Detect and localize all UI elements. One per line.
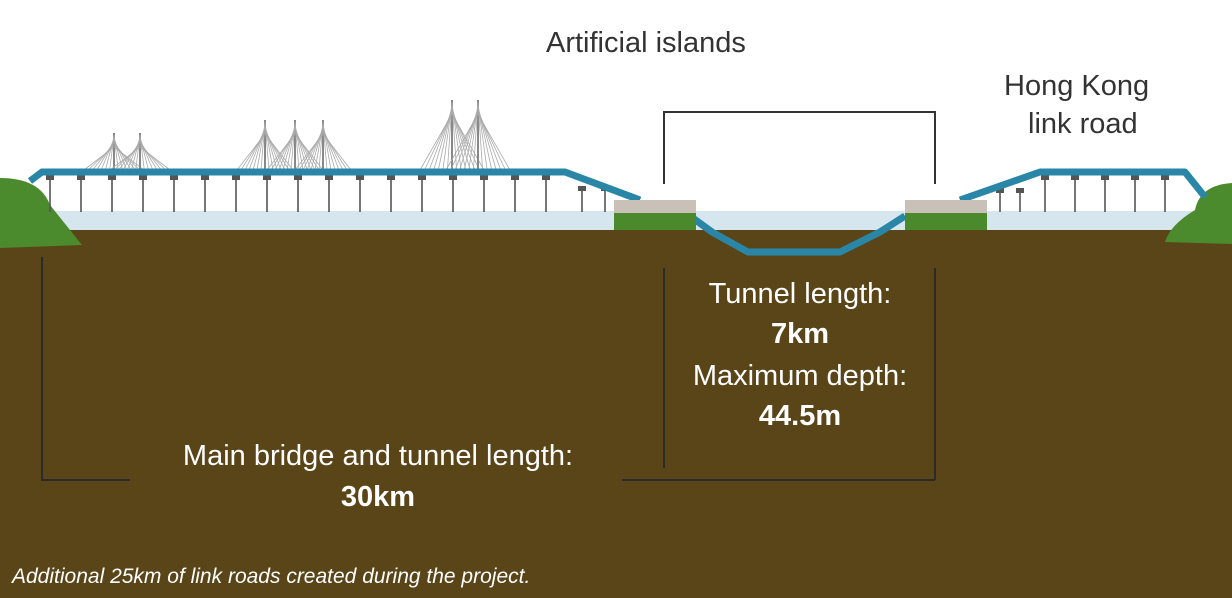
hong-kong-label-line2: link road [1028, 108, 1138, 140]
west-island-top [614, 200, 696, 213]
max-depth-label: Maximum depth: [692, 360, 908, 392]
east-island-top [905, 200, 987, 213]
right-hill [1165, 183, 1232, 244]
total-length-left-line [41, 257, 130, 481]
hong-kong-label-line1: Hong Kong [1004, 70, 1150, 102]
left-bridge-deck [27, 168, 642, 204]
tunnel-length-label: Tunnel length: [708, 278, 892, 310]
left-hill [0, 178, 82, 248]
cable-stay-pylons [83, 100, 511, 172]
west-island-base [614, 213, 696, 230]
artificial-islands-label: Artificial islands [546, 27, 746, 59]
tunnel-length-value: 7km [770, 318, 830, 350]
ground [0, 228, 1232, 598]
footnote: Additional 25km of link roads created du… [12, 565, 531, 588]
tunnel-road [687, 213, 907, 256]
islands-bracket [663, 111, 936, 184]
bridge-piers [46, 175, 1169, 212]
max-depth-value: 44.5m [758, 400, 842, 432]
hong-kong-link-deck [958, 168, 1208, 204]
main-length-label: Main bridge and tunnel length: [182, 440, 574, 472]
main-length-value: 30km [340, 481, 416, 513]
east-island-base [905, 213, 987, 230]
